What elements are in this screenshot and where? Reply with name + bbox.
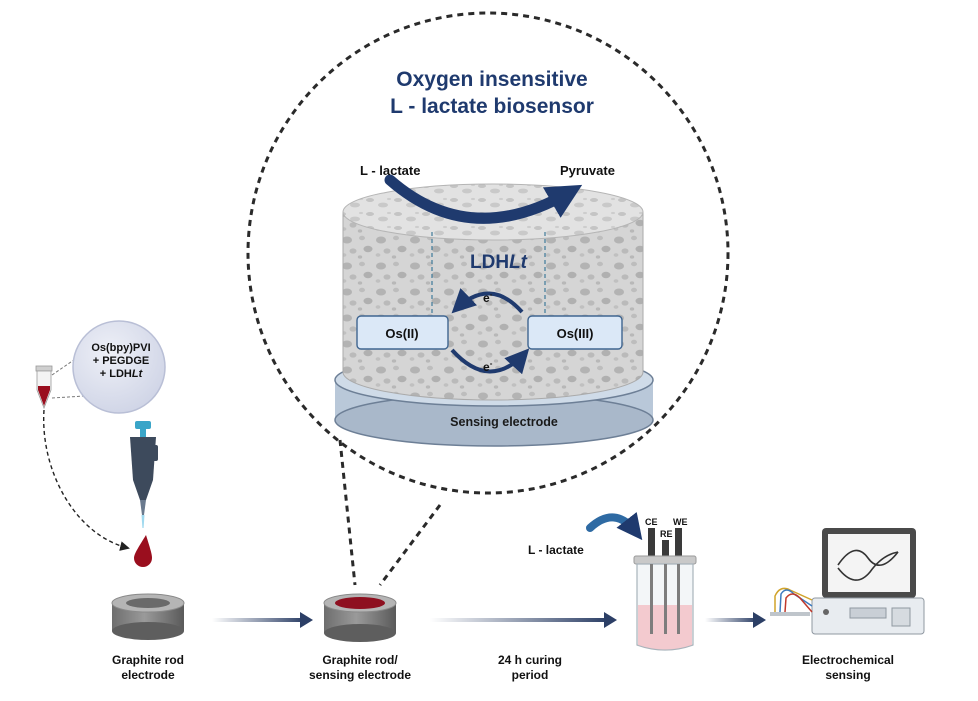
os-ii-box — [356, 315, 449, 350]
analyte-addition-arrow — [586, 512, 643, 541]
callout-line-right — [378, 504, 442, 586]
callout-line-left — [338, 439, 357, 586]
step-graphite-rod-line-2: electrode — [121, 668, 175, 682]
os-iii-label: Os(III) — [557, 326, 594, 341]
sensing-electrode-label: Sensing electrode — [450, 415, 558, 429]
graphite-rod-sensing-icon — [323, 593, 397, 642]
mixture-line-2: + PEGDGE — [93, 355, 150, 367]
re-label: RE — [660, 529, 673, 539]
step-graphite-sensing-line-2: sensing electrode — [309, 668, 411, 682]
cell-analyte-label: L - lactate — [528, 543, 584, 557]
zoom-circle — [246, 11, 730, 495]
product-label: Pyruvate — [560, 163, 615, 178]
title-line-2: L - lactate biosensor — [390, 95, 594, 118]
electrochemical-cell-icon — [633, 528, 697, 651]
step-curing-line-1: 24 h curing — [498, 653, 562, 667]
os-iii-box — [527, 315, 623, 350]
flow-arrow-3 — [705, 612, 766, 628]
mixture-line-3: + LDHLt — [100, 368, 144, 380]
eppendorf-tube-icon — [35, 365, 53, 410]
step-electrochemical-line-2: sensing — [825, 668, 870, 682]
step-graphite-rod-line-1: Graphite rod — [112, 653, 184, 667]
zoom-callout — [246, 11, 730, 586]
flow-arrow-2 — [430, 612, 617, 628]
os-ii-label: Os(II) — [385, 326, 418, 341]
graphite-rod-icon — [111, 593, 185, 640]
title-line-1: Oxygen insensitive — [396, 68, 587, 91]
pipette-icon — [130, 421, 158, 528]
droplet-icon — [134, 535, 152, 567]
enzyme-label: LDHLt — [470, 252, 528, 273]
dispense-arrow — [43, 409, 130, 551]
step-electrochemical-line-1: Electrochemical — [802, 653, 894, 667]
we-label: WE — [673, 517, 688, 527]
electron-bottom-label: e- — [483, 359, 493, 374]
electron-top-label: e- — [483, 290, 493, 305]
potentiostat-icon — [770, 528, 925, 635]
electron-arc-bottom — [450, 348, 530, 375]
substrate-label: L - lactate — [360, 163, 420, 178]
reaction-arrow — [384, 174, 583, 224]
mixture-bubble — [51, 320, 166, 414]
step-curing-line-2: period — [512, 668, 549, 682]
electron-arc-top — [451, 288, 524, 314]
flow-arrow-1 — [212, 612, 313, 628]
step-graphite-sensing-line-1: Graphite rod/ — [322, 653, 398, 667]
ce-label: CE — [645, 517, 658, 527]
mixture-line-1: Os(bpy)PVI — [91, 342, 150, 354]
